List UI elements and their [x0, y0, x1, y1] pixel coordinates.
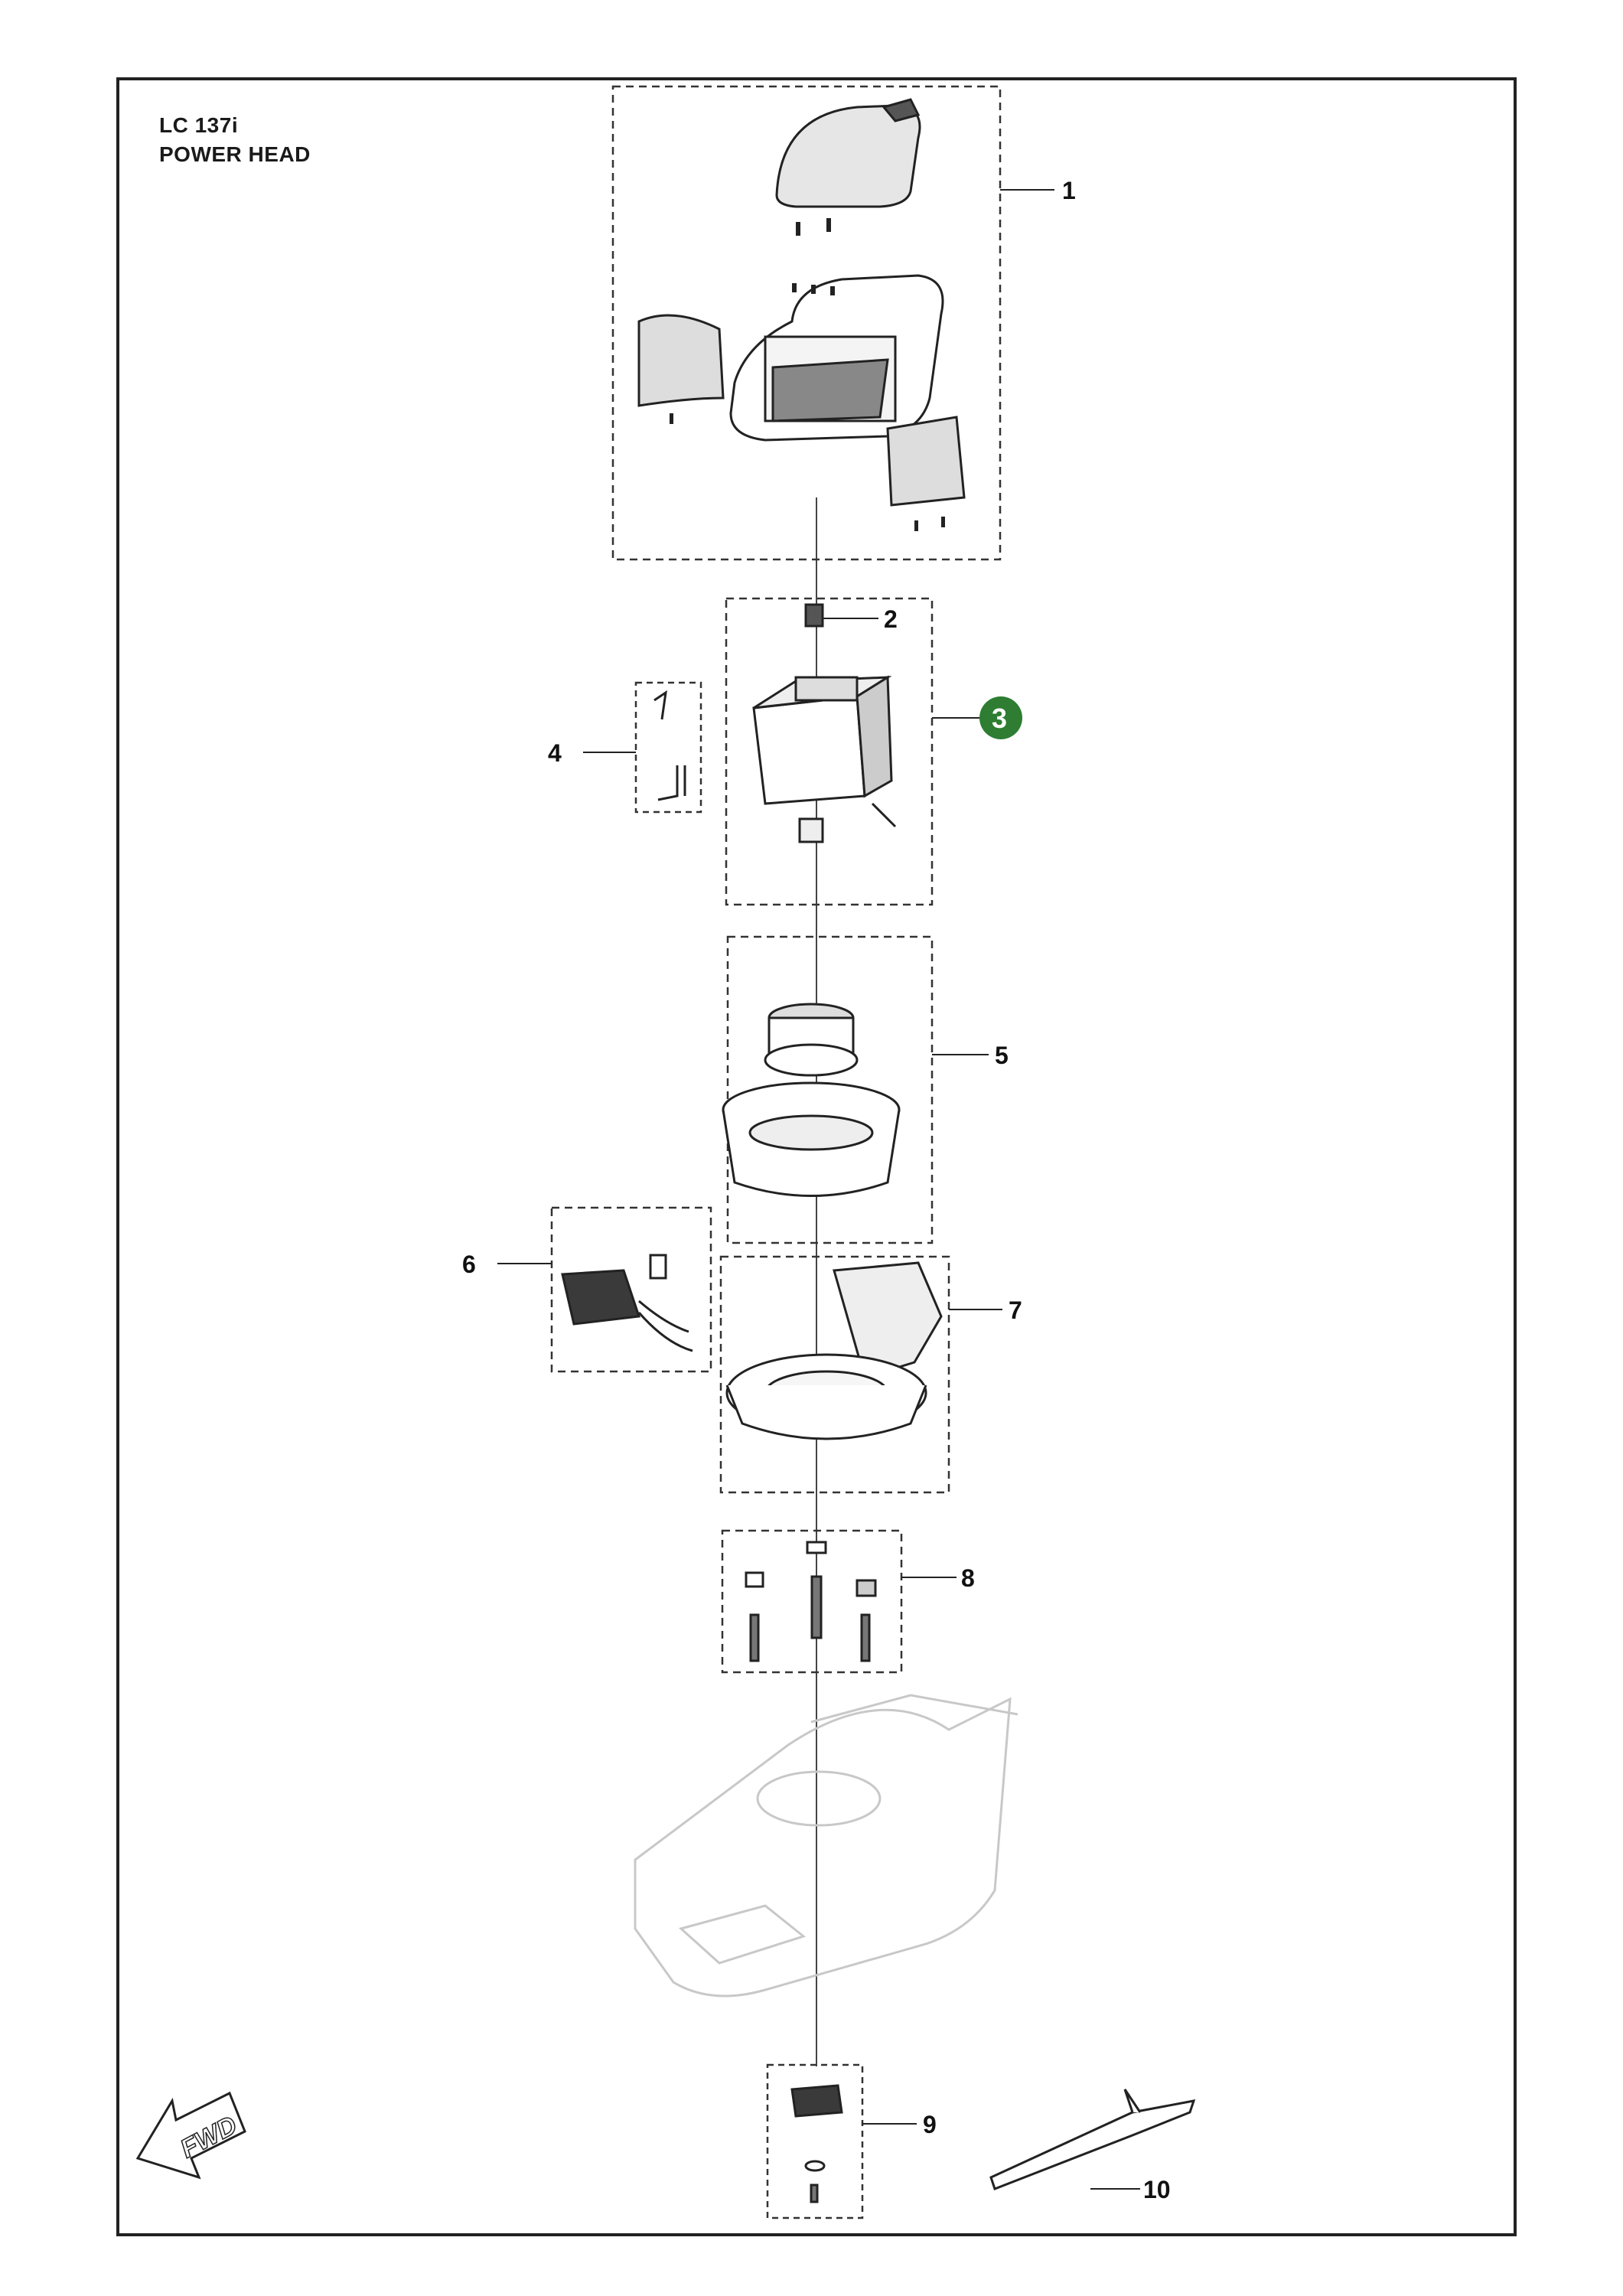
callout-3: 3	[992, 703, 1007, 734]
callout-4: 4	[548, 739, 562, 767]
group-box-6	[550, 1206, 712, 1373]
diagram-model-title: LC 137i	[159, 113, 239, 137]
part-top-cover	[637, 98, 966, 507]
group-box-5	[726, 935, 934, 1244]
callout-1: 1	[1062, 177, 1076, 204]
part-motor	[722, 1003, 901, 1197]
callout-10: 10	[1143, 2176, 1171, 2203]
page-border	[116, 77, 1517, 2236]
callout-9: 9	[923, 2111, 937, 2138]
callout-5: 5	[995, 1042, 1009, 1069]
callout-2: 2	[884, 605, 898, 633]
part-wiring-kit	[653, 690, 686, 801]
group-box-4	[634, 681, 702, 814]
part-handle-base	[725, 1261, 943, 1440]
callout-7: 7	[1009, 1296, 1022, 1324]
group-box-8	[721, 1529, 903, 1674]
group-box-3	[725, 597, 934, 906]
callout-3-badge	[979, 696, 1022, 739]
forward-arrow-icon: FWD	[135, 2091, 246, 2180]
group-box-1	[611, 85, 1002, 561]
part-controller-board	[561, 1254, 693, 1352]
group-box-7	[719, 1255, 950, 1494]
part-cutting-blade	[989, 2089, 1196, 2190]
part-mounting-bolts	[745, 1541, 877, 1662]
part-small-fasteners-1	[670, 218, 945, 531]
group-box-9	[766, 2063, 864, 2219]
part-blade-hub	[790, 2084, 843, 2203]
diagram-section-title: POWER HEAD	[159, 142, 311, 166]
ghost-mower-deck	[634, 1694, 1018, 1998]
callout-8: 8	[961, 1564, 975, 1592]
part-battery-housing	[752, 603, 897, 843]
callout-6: 6	[462, 1251, 476, 1278]
